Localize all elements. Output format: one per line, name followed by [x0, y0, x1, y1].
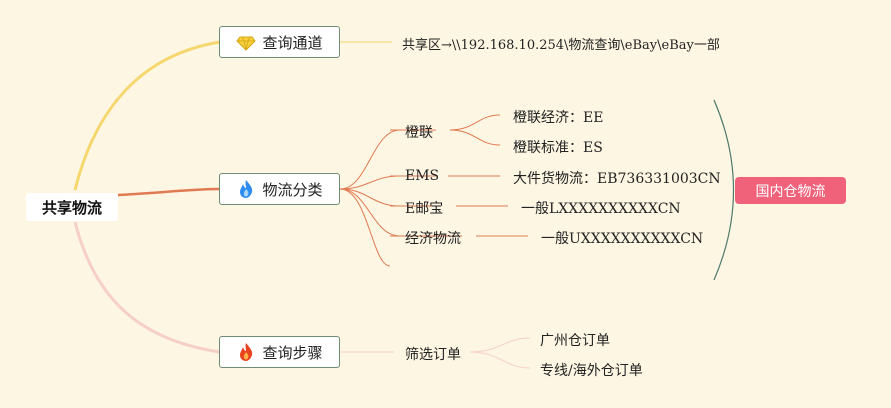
connector-root-to-logistics-class	[117, 187, 221, 197]
summary-tag-domestic-warehouse[interactable]: 国内仓物流	[735, 177, 846, 204]
branch-logistics-class[interactable]: 物流分类	[219, 173, 340, 205]
root-node[interactable]: 共享物流	[26, 193, 118, 221]
step-filter-orders[interactable]: 筛选订单	[405, 347, 461, 363]
branch-query-steps[interactable]: 查询步骤	[219, 336, 340, 368]
flame-blue-icon	[236, 179, 256, 199]
connector-root-to-query-steps	[73, 221, 221, 354]
channel-path[interactable]: 共享区→\\192.168.10.254\物流查询\eBay\eBay一部	[402, 38, 720, 53]
step-guangzhou-orders[interactable]: 广州仓订单	[540, 333, 610, 349]
category-chenglian[interactable]: 橙联	[405, 125, 433, 141]
branch-query-channel[interactable]: 查询通道	[219, 26, 340, 58]
summary-bracket	[713, 99, 735, 281]
branch-logistics-class-label: 物流分类	[262, 180, 323, 199]
flame-red-icon	[236, 342, 256, 362]
chenglian-economy[interactable]: 橙联经济：EE	[513, 110, 604, 126]
branch-query-channel-label: 查询通道	[262, 33, 323, 52]
category-ems[interactable]: EMS	[405, 168, 440, 184]
chenglian-standard[interactable]: 橙联标准：ES	[513, 140, 603, 156]
jingji-detail[interactable]: 一般UXXXXXXXXXXCN	[541, 231, 704, 247]
connector-fan-steps	[469, 337, 531, 369]
connector-root-to-query-channel	[73, 40, 221, 191]
eyoubao-detail[interactable]: 一般LXXXXXXXXXXCN	[521, 201, 681, 217]
category-eyoubao[interactable]: E邮宝	[405, 201, 444, 217]
ems-detail[interactable]: 大件货物流：EB736331003CN	[513, 171, 721, 187]
step-overseas-orders[interactable]: 专线/海外仓订单	[540, 363, 643, 379]
category-jingji[interactable]: 经济物流	[405, 231, 461, 247]
branch-query-steps-label: 查询步骤	[262, 343, 323, 362]
connector-fan-categories	[339, 114, 528, 267]
diamond-icon	[236, 32, 257, 52]
